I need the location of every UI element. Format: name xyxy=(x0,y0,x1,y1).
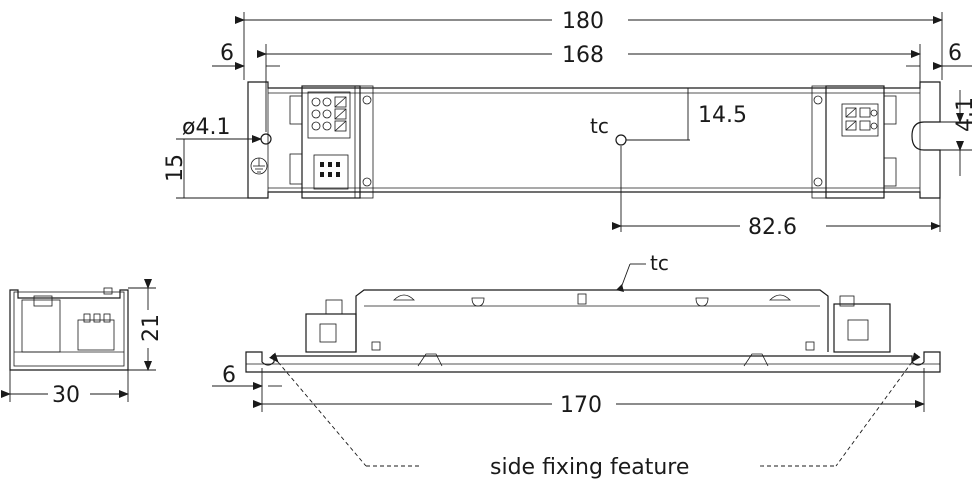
front-base-plate xyxy=(245,351,941,373)
left-end-cap xyxy=(301,85,361,199)
tc-label-front: tc xyxy=(650,251,669,275)
top-housing-outline xyxy=(247,81,941,199)
dim-slot-label: 4.1 xyxy=(953,97,978,132)
dim-168-label: 168 xyxy=(562,43,604,68)
side-terminal-top xyxy=(33,295,53,307)
side-pin-3 xyxy=(103,313,111,323)
front-left-cap xyxy=(305,313,357,353)
front-housing xyxy=(355,289,829,352)
side-inner xyxy=(13,291,125,367)
side-view: 21 30 xyxy=(1,279,164,408)
dim-170-label: 170 xyxy=(560,393,602,418)
front-clip-left xyxy=(371,341,381,351)
dim-15-label: 15 xyxy=(163,154,188,182)
front-clip-right xyxy=(805,341,815,351)
left-cap-rib xyxy=(354,85,374,199)
front-foot-right xyxy=(743,353,769,367)
side-outline xyxy=(9,289,129,371)
right-screw-top xyxy=(813,95,823,105)
side-pin-1 xyxy=(83,313,91,323)
right-tab-lower xyxy=(883,157,897,187)
input-terminal-block xyxy=(307,91,351,139)
dim-21-label: 21 xyxy=(139,314,164,342)
top-view: tc 14.5 82.6 180 168 6 6 ø4.1 xyxy=(163,9,978,240)
front-foot-left xyxy=(417,353,443,367)
side-clip xyxy=(103,287,113,295)
front-bump-1 xyxy=(393,294,415,301)
dip-switch xyxy=(313,154,349,190)
right-screw-bottom xyxy=(813,177,823,187)
left-screw-top xyxy=(362,95,372,105)
front-right-cap xyxy=(833,303,891,353)
dim-82-6-label: 82.6 xyxy=(748,215,797,240)
side-terminal-left xyxy=(21,299,61,353)
output-terminal-block xyxy=(841,103,879,137)
mounting-hole xyxy=(260,133,272,145)
fixing-leader-right xyxy=(835,352,921,467)
front-left-cap-window xyxy=(319,323,337,343)
front-center-mark xyxy=(577,293,587,305)
front-view: tc 6 170 side fixing feature xyxy=(212,251,941,480)
tc-point-top xyxy=(615,134,627,146)
side-terminal-right xyxy=(77,319,115,351)
right-tab-upper xyxy=(883,95,897,125)
tc-label-top: tc xyxy=(590,114,609,138)
dim-30-label: 30 xyxy=(52,383,80,408)
side-fixing-label: side fixing feature xyxy=(490,455,689,480)
front-dimple-2 xyxy=(695,297,709,307)
side-pin-2 xyxy=(93,313,101,323)
dim-hole-label: ø4.1 xyxy=(182,115,230,140)
dim-180-label: 180 xyxy=(562,9,604,34)
fixing-leader-left xyxy=(269,352,367,467)
left-screw-bottom xyxy=(362,177,372,187)
dim-6-right-label: 6 xyxy=(948,41,962,66)
right-end-cap xyxy=(825,85,885,199)
tc-front-leader xyxy=(620,263,631,289)
front-right-cap-top xyxy=(839,295,855,307)
front-left-cap-top xyxy=(325,299,343,315)
front-right-cap-window xyxy=(847,319,869,341)
dim-14-5-label: 14.5 xyxy=(698,103,747,128)
tc-front-arrow xyxy=(616,284,624,292)
front-bump-2 xyxy=(769,294,791,301)
left-tab-upper xyxy=(289,95,303,125)
ground-symbol-icon xyxy=(250,157,268,175)
dim-6-left-label: 6 xyxy=(220,41,234,66)
left-tab-lower xyxy=(289,153,303,185)
dim-6-front-label: 6 xyxy=(222,363,236,388)
front-dimple-1 xyxy=(471,297,485,307)
